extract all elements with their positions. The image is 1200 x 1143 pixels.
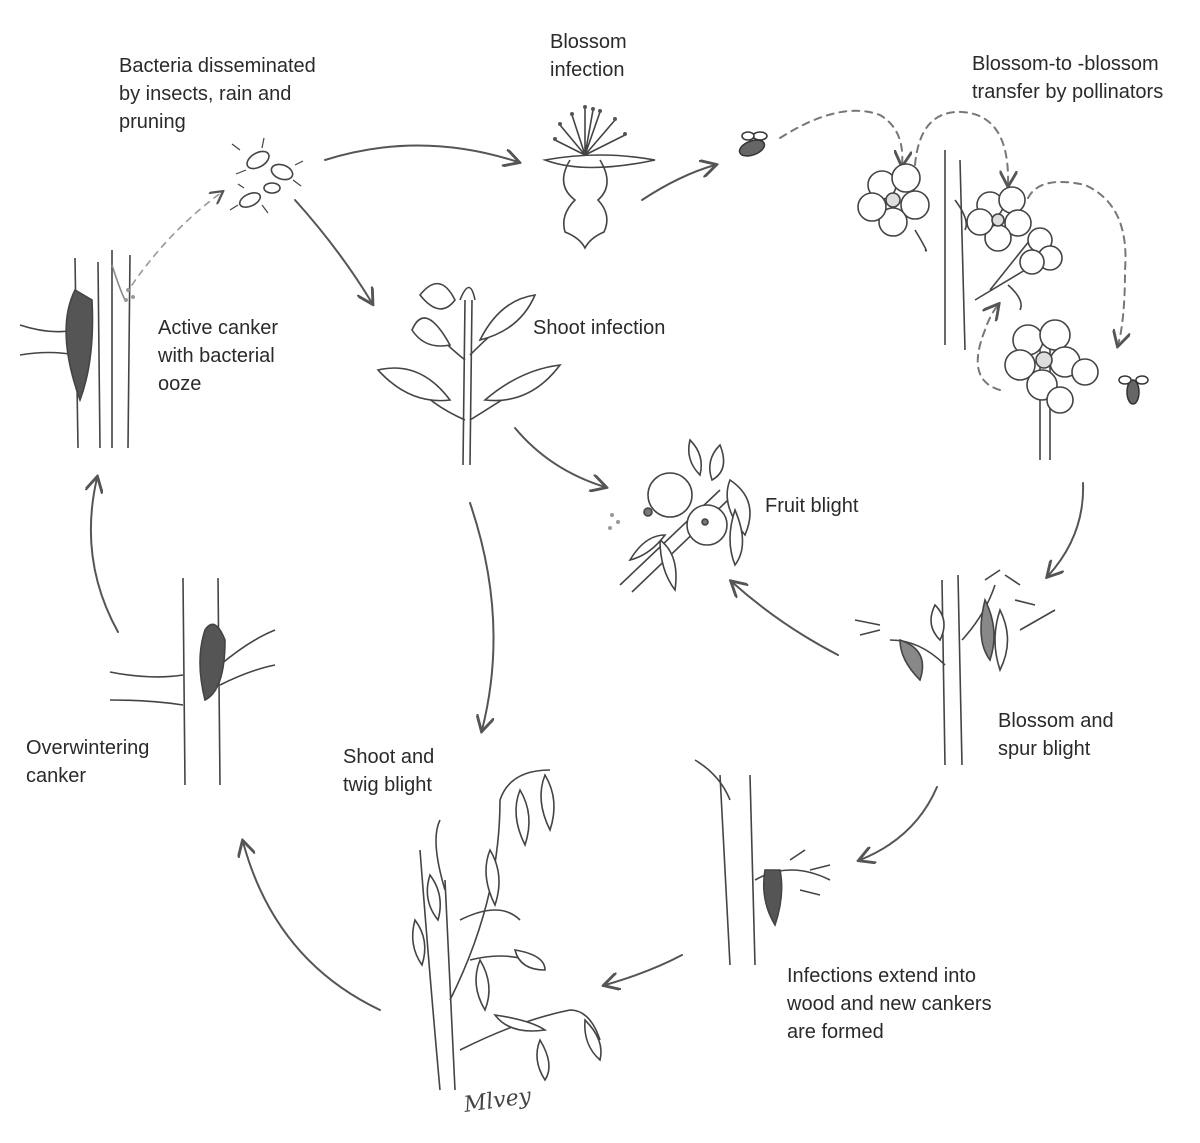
- arrow-active-canker-to-insects: [131, 192, 222, 286]
- arrow-blossom-to-blossom-2: [1027, 181, 1126, 345]
- fruit-blight-icon: [608, 438, 751, 593]
- active-canker-icon: [19, 250, 135, 449]
- twig-blight-icon: [411, 769, 602, 1091]
- arrow-blossom-to-bee: [641, 165, 715, 201]
- arrow-insects-to-shoot: [294, 199, 372, 303]
- arrow-bee-to-blossom-1: [779, 109, 902, 165]
- arrow-blossom-to-blossom-1: [914, 110, 1008, 185]
- label-fruit-blight: Fruit blight: [765, 495, 859, 517]
- arrow-spur-blight-to-fruit: [732, 582, 839, 656]
- arrow-shoot-to-twig-blight: [469, 502, 495, 730]
- arrow-new-cankers-to-twig-blight: [605, 954, 683, 985]
- label-bacteria-disseminated: Bacteria disseminated by insects, rain a…: [119, 55, 316, 133]
- infected-shoot-icon: [376, 282, 562, 466]
- label-shoot-twig-blight: Shoot and twig blight: [343, 746, 435, 796]
- label-active-canker: Active canker with bacterial ooze: [158, 317, 279, 395]
- overwintering-canker-icon: [109, 577, 276, 786]
- arrow-twig-blight-to-overwintering: [243, 842, 381, 1011]
- spur-blight-icon: [854, 569, 1056, 766]
- bee-icon: [738, 131, 768, 157]
- label-blossom-spur-blight: Blossom and spur blight: [998, 710, 1114, 760]
- label-shoot-infection: Shoot infection: [533, 317, 666, 339]
- arrow-shoot-to-fruit: [514, 427, 605, 487]
- artist-signature: Mlvey: [461, 1084, 533, 1118]
- label-blossom-transfer: Blossom-to -blossom transfer by pollinat…: [972, 53, 1164, 103]
- label-overwintering-canker: Overwintering canker: [26, 737, 150, 787]
- arrow-insects-to-blossom: [324, 144, 518, 162]
- bee-icon-lower: [1118, 375, 1149, 405]
- arrow-spur-blight-to-new-cankers: [860, 786, 938, 860]
- label-blossom-infection: Blossom infection: [550, 31, 627, 81]
- arrow-overwintering-to-active: [91, 478, 119, 633]
- insects-icon: [229, 137, 304, 214]
- arrow-transfer-to-spur-blight: [1048, 482, 1085, 576]
- arrow-blossom-to-blossom-3: [976, 305, 1001, 391]
- label-infections-extend: Infections extend into wood and new cank…: [787, 965, 992, 1043]
- flowering-branch-icon: [857, 150, 1099, 460]
- infected-blossom-icon: [542, 105, 656, 250]
- new-canker-icon: [694, 759, 831, 966]
